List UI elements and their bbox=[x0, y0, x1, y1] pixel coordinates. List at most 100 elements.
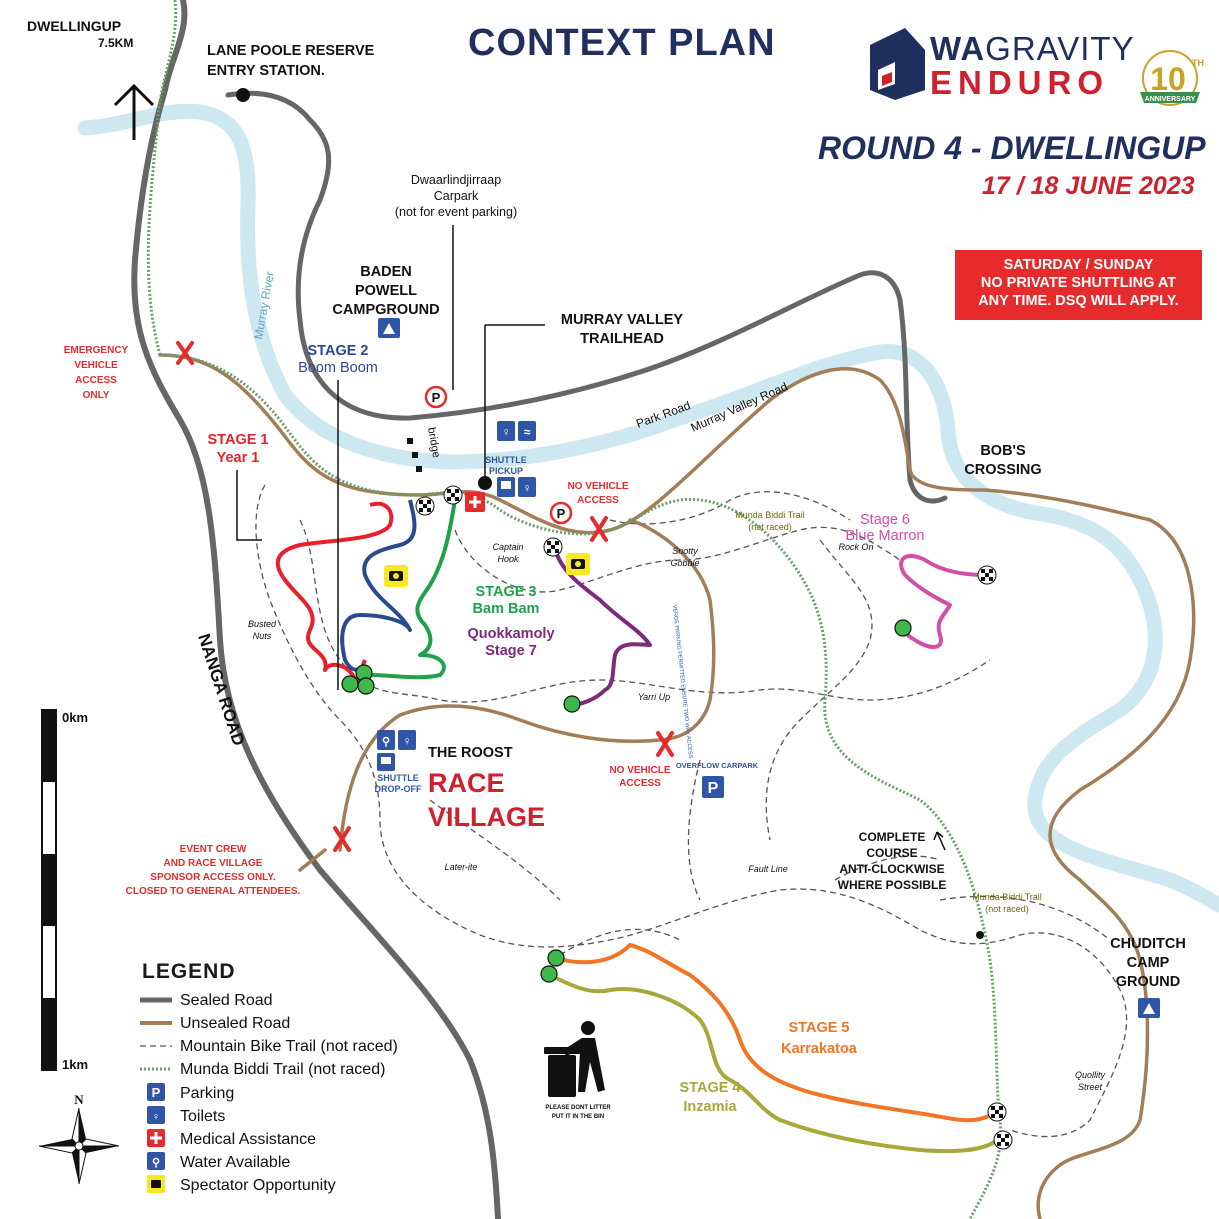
svg-text:♀: ♀ bbox=[502, 425, 511, 439]
complete-course-label: COMPLETE bbox=[859, 830, 926, 844]
scale-0-label: 0km bbox=[62, 710, 88, 725]
svg-text:≈: ≈ bbox=[524, 425, 531, 439]
trailhead-label: MURRAY VALLEY bbox=[561, 312, 684, 328]
stage-5-name: Karrakatoa bbox=[781, 1041, 858, 1057]
page-title: CONTEXT PLAN bbox=[468, 22, 776, 64]
svg-text:P: P bbox=[557, 506, 566, 521]
shuttle-icon: ♀ bbox=[497, 477, 536, 497]
warning-line-1: SATURDAY / SUNDAY bbox=[1003, 257, 1154, 273]
quollity-label: Quollity bbox=[1075, 1070, 1106, 1080]
stage-4-label: STAGE 4 bbox=[680, 1080, 741, 1096]
bridge-markers bbox=[407, 438, 422, 472]
course-direction-arrow-icon bbox=[933, 831, 946, 851]
event-crew-label-4: CLOSED TO GENERAL ATTENDEES. bbox=[126, 886, 301, 897]
medical-icon bbox=[465, 492, 485, 512]
event-dates: 17 / 18 JUNE 2023 bbox=[982, 172, 1195, 200]
rock-on-label: Rock On bbox=[838, 542, 873, 552]
campground-icon bbox=[378, 318, 400, 338]
brand-enduro: ENDURO bbox=[930, 64, 1110, 101]
parking-prohibited-icon: P bbox=[549, 501, 573, 525]
entry-station-marker bbox=[236, 88, 250, 102]
stage-7-label: Quokkamoly bbox=[467, 626, 554, 642]
snotty-label-2: Gobble bbox=[670, 558, 699, 568]
stage-1-label: STAGE 1 bbox=[208, 432, 269, 448]
complete-course-label-3: ANTI-CLOCKWISE bbox=[839, 862, 944, 876]
parking-prohibited-icon: P bbox=[424, 385, 448, 409]
emergency-label: EMERGENCY bbox=[64, 345, 129, 356]
brand-logo-top: WAGRAVITY bbox=[930, 30, 1135, 68]
bridge-label: bridge bbox=[425, 426, 442, 458]
busted-label-2: Nuts bbox=[253, 631, 272, 641]
chuditch-label-2: CAMP bbox=[1127, 955, 1170, 971]
anniversary-sup: TH bbox=[1192, 58, 1204, 68]
munda-top-label-2: (not raced) bbox=[748, 522, 792, 532]
busted-label: Busted bbox=[248, 619, 277, 629]
no-vehicle-label: NO VEHICLE bbox=[567, 481, 628, 492]
baden-label-2: POWELL bbox=[355, 283, 417, 299]
carpark-label-2: Carpark bbox=[434, 189, 479, 203]
shuttling-warning-banner: SATURDAY / SUNDAY NO PRIVATE SHUTTLING A… bbox=[955, 250, 1202, 320]
stage-1-name: Year 1 bbox=[217, 450, 260, 466]
trailhead-marker bbox=[478, 476, 492, 490]
north-arrow-top bbox=[113, 83, 155, 140]
entry-station-label: LANE POOLE RESERVE bbox=[207, 43, 375, 59]
no-vehicle-label-2: ACCESS bbox=[577, 495, 619, 506]
legend-item-munda-biddi: Munda Biddi Trail (not raced) bbox=[180, 1061, 385, 1078]
anniversary-ribbon: ANNIVERSARY bbox=[1145, 96, 1196, 103]
legend-item-spectator: Spectator Opportunity bbox=[180, 1177, 336, 1194]
svg-text:♀: ♀ bbox=[403, 734, 412, 748]
entry-station-label-2: ENTRY STATION. bbox=[207, 63, 325, 79]
bobs-crossing-label-2: CROSSING bbox=[964, 462, 1041, 478]
north-label: N bbox=[74, 1092, 84, 1107]
dwellingup-label: DWELLINGUP bbox=[27, 18, 121, 34]
munda-bottom-label-2: (not raced) bbox=[985, 904, 1029, 914]
shuttle-drop-label-2: DROP-OFF bbox=[375, 784, 422, 794]
unsealed-roads bbox=[158, 353, 1196, 1219]
no-vehicle-label-4: ACCESS bbox=[619, 778, 661, 789]
legend-item-toilets: Toilets bbox=[180, 1108, 225, 1125]
emergency-label-3: ACCESS bbox=[75, 375, 117, 386]
baden-label: BADEN bbox=[360, 264, 412, 280]
event-crew-label-2: AND RACE VILLAGE bbox=[164, 858, 263, 869]
compass-icon bbox=[38, 1107, 120, 1185]
stage-7-name: Stage 7 bbox=[485, 643, 537, 659]
no-access-markers bbox=[176, 341, 674, 852]
stage-5-route bbox=[554, 943, 999, 1123]
stage-2-label: STAGE 2 bbox=[308, 343, 369, 359]
campground-icon bbox=[1138, 998, 1160, 1018]
svg-text:♀: ♀ bbox=[523, 481, 532, 495]
race-label: RACE bbox=[428, 768, 505, 798]
emergency-label-2: VEHICLE bbox=[74, 360, 118, 371]
legend-item-mtb-trail: Mountain Bike Trail (not raced) bbox=[180, 1038, 398, 1055]
captain-label: Captain bbox=[492, 542, 523, 552]
svg-text:P: P bbox=[152, 1085, 161, 1100]
stage-2-route bbox=[340, 499, 417, 672]
emergency-label-4: ONLY bbox=[83, 390, 110, 401]
stage-6-label: Stage 6 bbox=[860, 512, 910, 528]
stage-4-route bbox=[549, 973, 999, 1154]
murray-river bbox=[77, 103, 1219, 913]
anniversary-number: 10 bbox=[1150, 61, 1186, 97]
stage-5-label: STAGE 5 bbox=[789, 1020, 850, 1036]
stage-2-name: Boom Boom bbox=[298, 360, 378, 376]
stage-1-route bbox=[275, 501, 394, 685]
scale-bar bbox=[41, 709, 57, 1071]
stage-6-route bbox=[899, 554, 986, 649]
svg-text:♀: ♀ bbox=[152, 1111, 160, 1123]
trailhead-label-2: TRAILHEAD bbox=[580, 331, 664, 347]
bobs-crossing-label: BOB'S bbox=[980, 443, 1026, 459]
munda-biddi-trail bbox=[146, 0, 1003, 1219]
svg-text:⚲: ⚲ bbox=[152, 1157, 160, 1169]
legend-item-water: Water Available bbox=[180, 1154, 290, 1171]
brand-gravity: GRAVITY bbox=[985, 30, 1135, 67]
quollity-label-2: Street bbox=[1078, 1082, 1103, 1092]
shuttle-pickup-label-2: PICKUP bbox=[489, 466, 523, 476]
carpark-label-3: (not for event parking) bbox=[395, 205, 517, 219]
mountain-bike-trails bbox=[255, 484, 1128, 1138]
roost-label: THE ROOST bbox=[428, 745, 513, 761]
legend-item-parking: Parking bbox=[180, 1085, 234, 1102]
stage-7-route bbox=[553, 547, 652, 707]
event-crew-label: EVENT CREW bbox=[180, 844, 247, 855]
snotty-label: Snotty bbox=[672, 546, 698, 556]
munda-top-label: Munda Biddi Trail bbox=[735, 510, 805, 520]
